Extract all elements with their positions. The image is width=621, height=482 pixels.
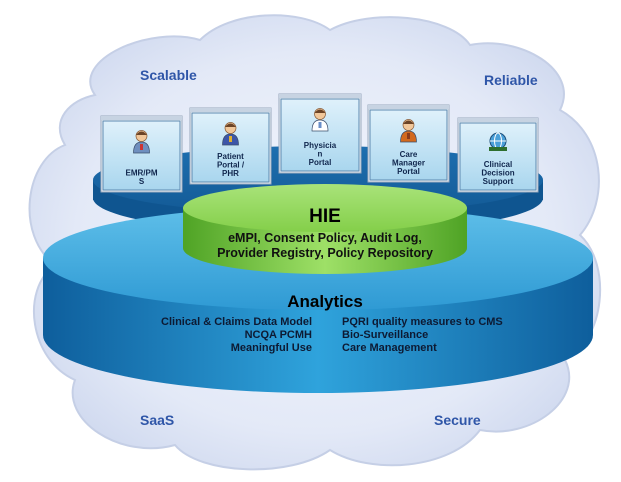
module-label-line: Patient: [217, 152, 244, 161]
globe-medical-icon: [489, 132, 507, 151]
analytics-right-list: PQRI quality measures to CMSBio-Surveill…: [342, 316, 503, 354]
corner-label-secure: Secure: [434, 412, 481, 428]
module-label-line: Care: [400, 150, 418, 159]
corner-label-saas: SaaS: [140, 412, 174, 428]
physician-person-icon: [311, 108, 329, 132]
module-label-line: Portal: [309, 158, 332, 167]
hie-platform: [183, 184, 467, 274]
analytics-right-item: Care Management: [342, 342, 437, 354]
module-label-line: S: [139, 177, 145, 186]
patient-person-icon: [222, 122, 239, 146]
module-label-line: Portal /: [217, 161, 245, 170]
module-label-line: Manager: [392, 159, 425, 168]
analytics-left-item: NCQA PCMH: [245, 329, 312, 341]
module-label-line: Physicia: [304, 141, 337, 150]
stethoscope-person-icon: [133, 130, 150, 154]
module-label-line: Decision: [481, 169, 514, 178]
hie-title: HIE: [309, 206, 341, 227]
analytics-title: Analytics: [287, 292, 363, 311]
care-manager-person-icon: [400, 119, 417, 143]
module-label-line: PHR: [222, 169, 239, 178]
hie-line-1: eMPI, Consent Policy, Audit Log,: [228, 231, 422, 245]
module-label-line: Portal: [397, 167, 420, 176]
module-screen-1: EMR/PMS: [100, 115, 183, 193]
analytics-right-item: Bio-Surveillance: [342, 329, 428, 341]
analytics-left-item: Meaningful Use: [231, 342, 312, 354]
corner-label-scalable: Scalable: [140, 67, 197, 83]
module-label-line: EMR/PM: [126, 169, 158, 178]
module-label-line: n: [318, 150, 323, 159]
analytics-left-item: Clinical & Claims Data Model: [161, 316, 312, 328]
module-label-line: Clinical: [484, 160, 512, 169]
corner-label-reliable: Reliable: [484, 72, 538, 88]
hie-line-2: Provider Registry, Policy Repository: [217, 246, 433, 260]
module-label-line: Support: [483, 177, 514, 186]
analytics-right-item: PQRI quality measures to CMS: [342, 316, 503, 328]
